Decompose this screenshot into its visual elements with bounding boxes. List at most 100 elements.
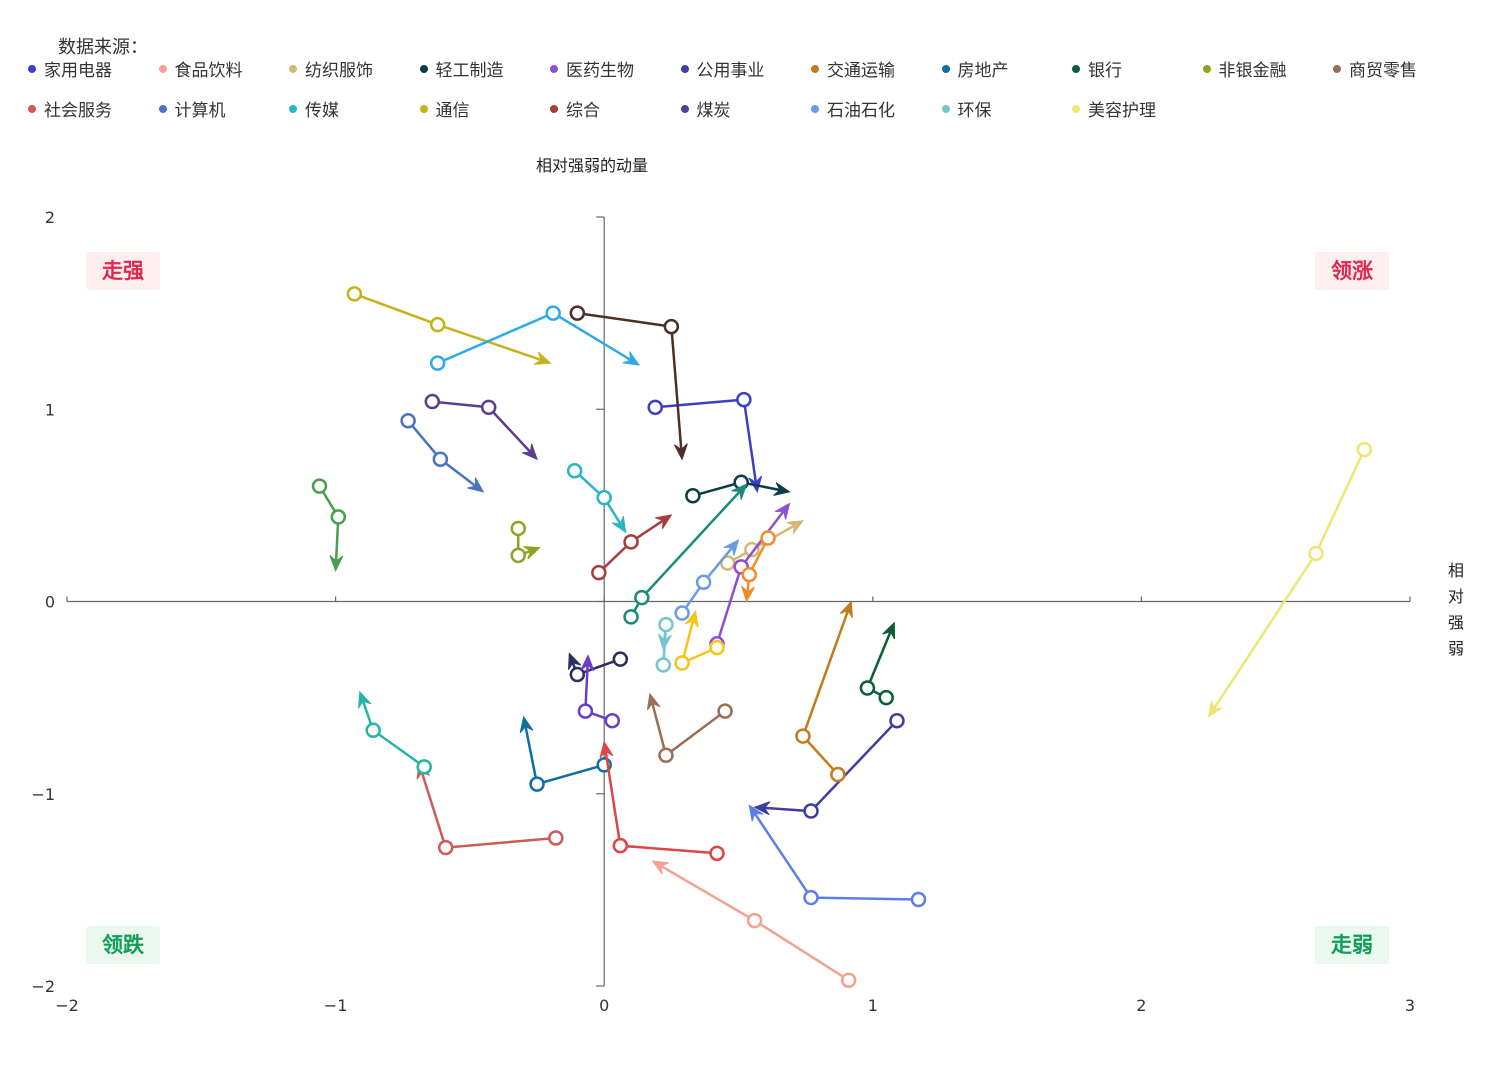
legend-item[interactable]: 交通运输: [811, 60, 895, 82]
data-point: [840, 972, 857, 988]
legend-label: 石油石化: [827, 101, 895, 121]
legend-item[interactable]: 美容护理: [1072, 100, 1156, 122]
data-point: [623, 609, 639, 625]
legend-marker: [28, 65, 36, 73]
data-point: [1356, 441, 1373, 458]
legend-item[interactable]: 环保: [941, 100, 992, 122]
legend-marker: [1333, 65, 1341, 73]
legend-item[interactable]: 通信: [419, 100, 470, 122]
data-point: [400, 413, 416, 429]
legend-marker: [419, 105, 428, 113]
legend-marker: [419, 65, 428, 73]
legend-marker: [941, 105, 950, 113]
data-point: [1308, 545, 1324, 562]
legend-label: 公用事业: [696, 61, 765, 81]
series-arrowhead: [611, 515, 627, 534]
data-point: [612, 837, 629, 854]
data-point: [311, 478, 328, 494]
legend-marker: [1072, 65, 1080, 73]
quadrant-label-bottom-left: 领跌: [86, 926, 160, 964]
data-point: [695, 574, 712, 591]
series-arrowhead: [533, 351, 552, 365]
legend-marker: [289, 65, 297, 73]
data-point: [566, 463, 583, 479]
series-arrowhead: [329, 555, 344, 572]
series-arrowhead: [523, 546, 541, 560]
legend-item[interactable]: 轻工制造: [419, 60, 504, 82]
y-tick-label: −2: [31, 977, 55, 996]
data-point: [604, 712, 621, 729]
series-trail: [801, 608, 850, 776]
legend-label: 社会服务: [44, 101, 112, 121]
series-trail: [604, 749, 718, 855]
data-point: [416, 759, 432, 775]
series-trail: [650, 701, 726, 757]
data-point: [658, 747, 674, 764]
data-point: [663, 318, 680, 335]
data-point: [803, 803, 819, 819]
legend-item[interactable]: 公用事业: [680, 60, 765, 82]
legend-label: 纺织服饰: [305, 61, 373, 81]
data-point: [709, 845, 725, 862]
legend-item[interactable]: 综合: [550, 100, 600, 122]
legend-item[interactable]: 计算机: [158, 100, 226, 122]
data-point: [529, 776, 545, 792]
legend-item[interactable]: 房地产: [941, 60, 1009, 82]
y-tick-label: 0: [45, 593, 55, 612]
legend-item[interactable]: 煤炭: [680, 100, 731, 122]
x-tick-label: −1: [324, 996, 348, 1015]
series-arrowhead: [685, 609, 699, 628]
series-arrowhead: [622, 351, 641, 366]
legend-item[interactable]: 食品饮料: [158, 60, 243, 82]
data-point: [545, 305, 561, 321]
legend-item[interactable]: 传媒: [289, 100, 339, 122]
data-point: [717, 703, 733, 719]
x-tick-label: −2: [55, 996, 79, 1015]
series-arrowhead: [657, 633, 672, 651]
legend-marker: [1202, 65, 1211, 73]
data-point: [429, 316, 446, 333]
legend-item[interactable]: 家用电器: [28, 60, 112, 82]
data-point: [803, 889, 819, 906]
series-arrowhead: [731, 483, 748, 500]
series-arrowhead: [741, 585, 755, 603]
series-arrowhead: [651, 860, 669, 875]
legend-item[interactable]: 商贸零售: [1333, 60, 1417, 82]
series-arrowhead: [655, 514, 673, 529]
data-point: [569, 666, 586, 683]
series-arrowhead: [786, 520, 805, 535]
data-point: [432, 451, 449, 467]
data-point: [760, 530, 776, 546]
legend-label: 医药生物: [566, 61, 634, 81]
data-point: [591, 564, 607, 581]
data-point: [674, 605, 690, 621]
y-axis-title: 相对强弱的动量: [536, 156, 649, 175]
legend-marker: [941, 65, 950, 73]
legend-label: 轻工制造: [435, 61, 504, 81]
data-point: [424, 393, 441, 410]
legend-item[interactable]: 非银金融: [1202, 60, 1287, 82]
data-point: [685, 488, 701, 504]
data-source-label: 数据来源：: [58, 37, 148, 58]
legend-label: 商贸零售: [1349, 61, 1417, 81]
legend-item[interactable]: 石油石化: [811, 100, 895, 122]
series-arrowhead: [753, 801, 771, 816]
legend-item[interactable]: 医药生物: [550, 60, 634, 82]
legend-marker: [550, 65, 558, 73]
legend-item[interactable]: 社会服务: [28, 100, 112, 122]
x-tick-label: 3: [1405, 996, 1415, 1015]
series-trail: [523, 724, 605, 786]
data-point: [674, 655, 690, 671]
data-point: [330, 509, 347, 525]
legend-item[interactable]: 纺织服饰: [289, 60, 373, 82]
series-arrowhead: [839, 600, 853, 619]
legend-item[interactable]: 银行: [1072, 60, 1122, 82]
data-point: [623, 534, 639, 550]
quadrant-label-bottom-right: 走弱: [1315, 926, 1389, 964]
data-point: [658, 616, 674, 633]
legend-label: 美容护理: [1088, 101, 1156, 121]
series-trail: [318, 485, 340, 563]
series-arrowhead: [568, 652, 582, 670]
legend-label: 非银金融: [1218, 61, 1287, 81]
data-point: [830, 766, 846, 783]
